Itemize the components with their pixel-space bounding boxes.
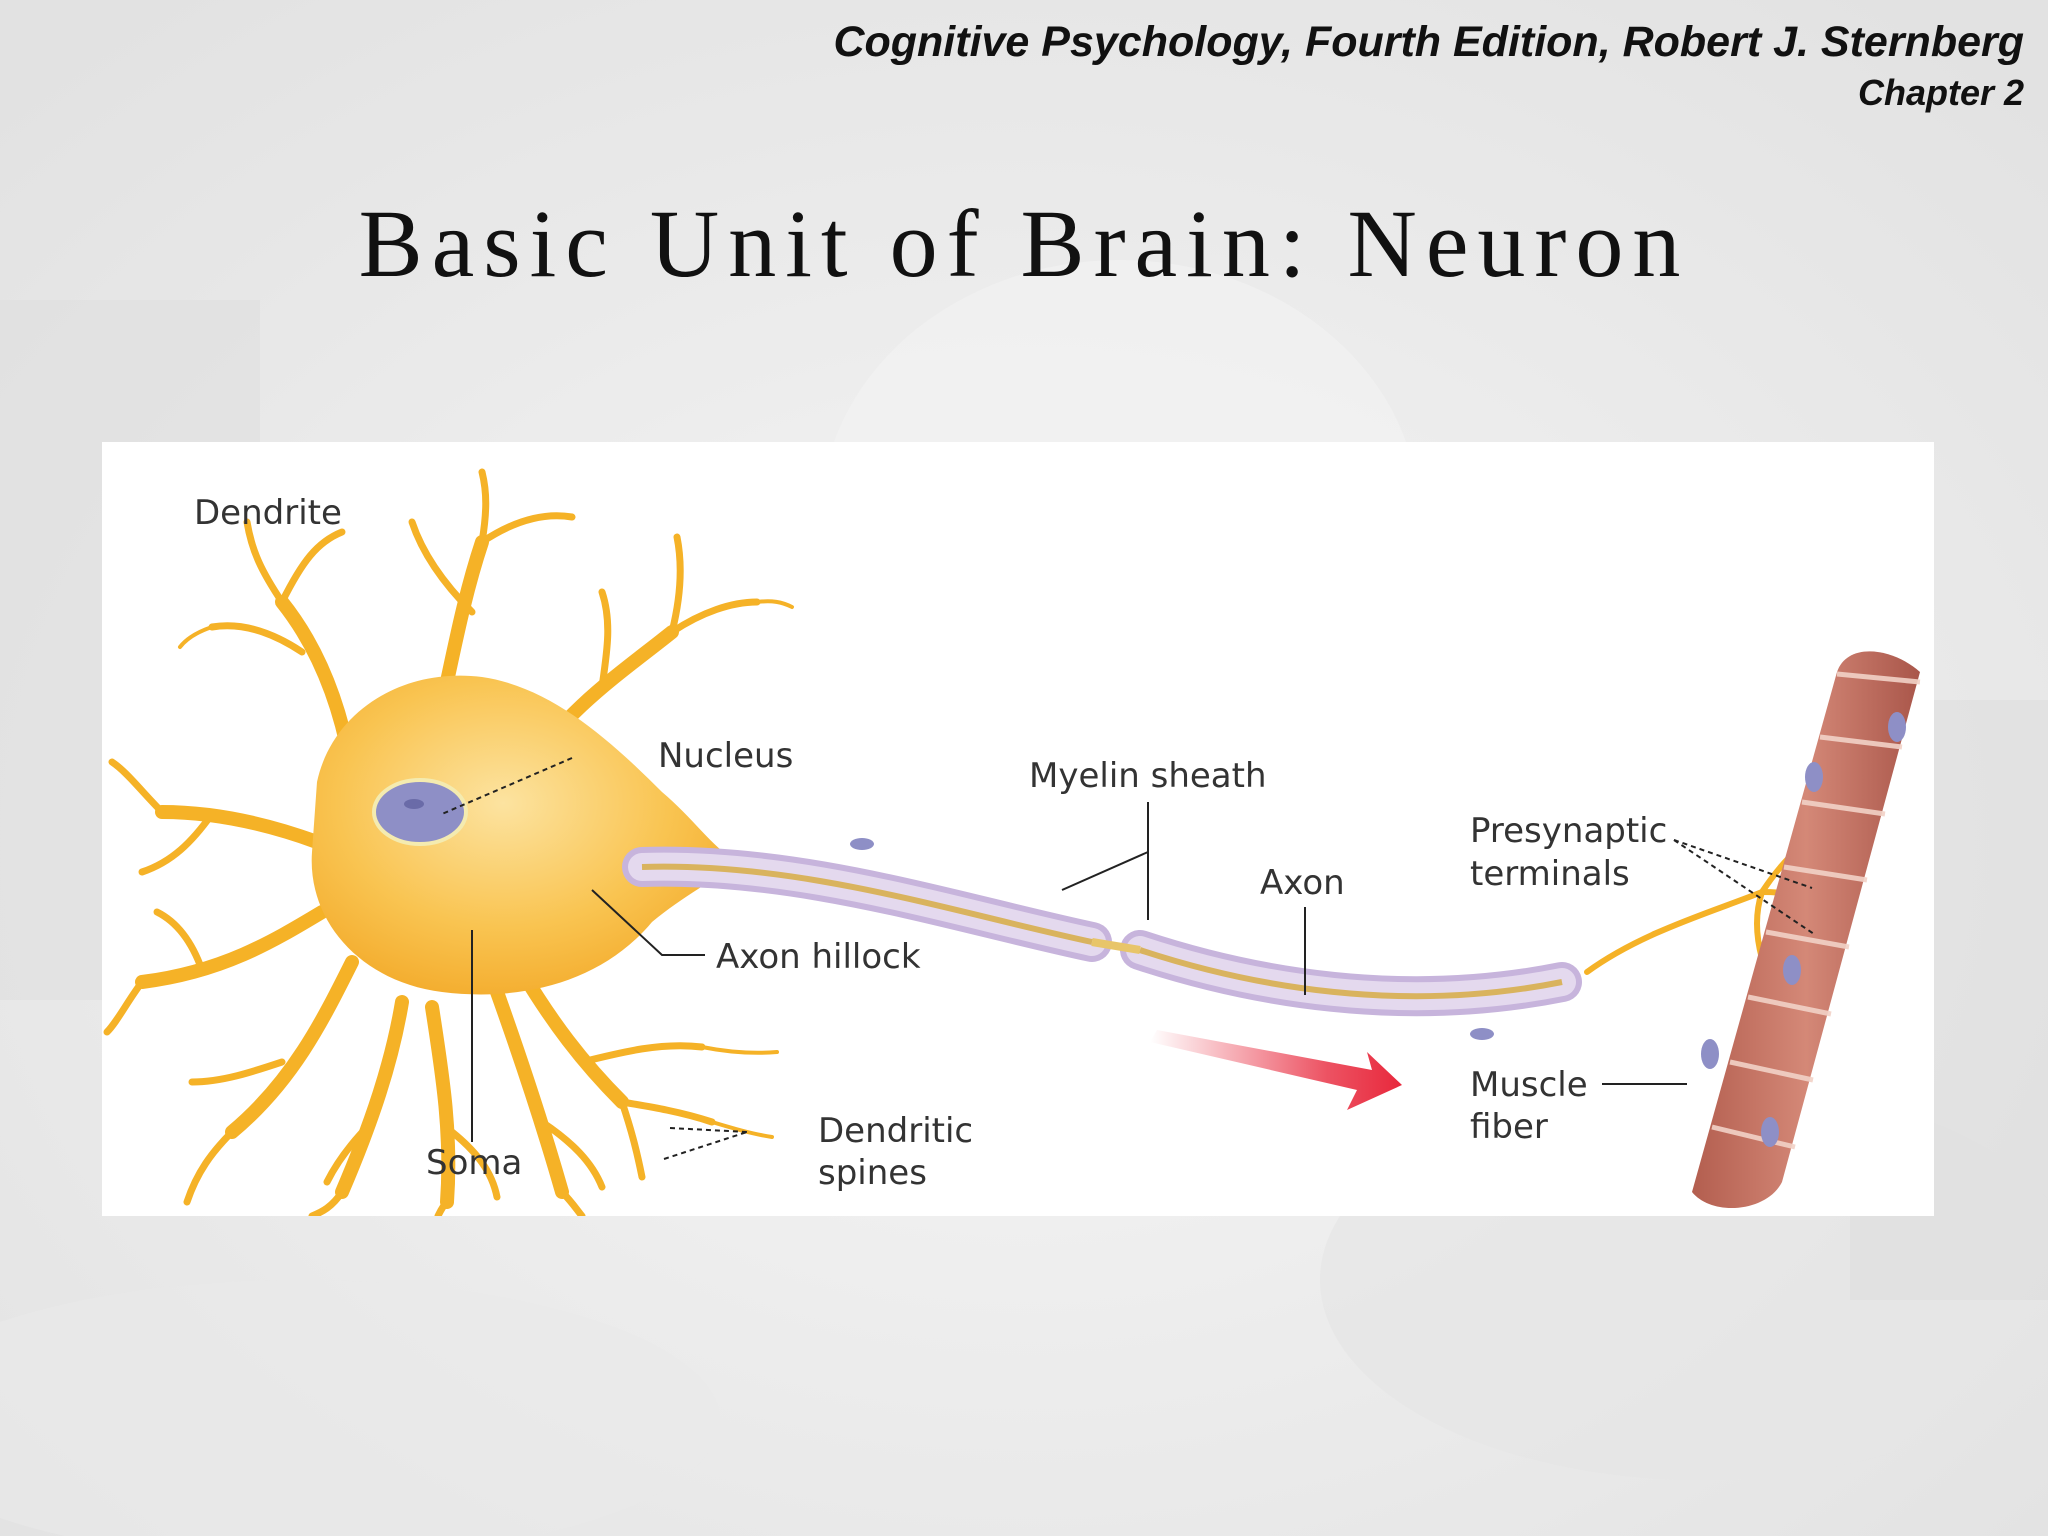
diagram-labels: Dendrite Nucleus Myelin sheath Axon Pres… [194, 493, 1667, 1193]
label-spines: spines [818, 1153, 927, 1193]
chapter-label: Chapter 2 [1857, 72, 2024, 113]
label-soma: Soma [426, 1143, 522, 1183]
label-muscle: Muscle [1470, 1065, 1588, 1105]
label-fiber: fiber [1470, 1107, 1548, 1147]
slide-title: Basic Unit of Brain: Neuron [358, 190, 1690, 297]
label-dendrite: Dendrite [194, 493, 342, 533]
muscle-fiber-shape [1692, 651, 1921, 1209]
neuron-diagram-panel: Dendrite Nucleus Myelin sheath Axon Pres… [102, 442, 1934, 1216]
label-myelin-sheath: Myelin sheath [1029, 756, 1267, 796]
axon-shape [622, 838, 1582, 1040]
book-citation: Cognitive Psychology, Fourth Edition, Ro… [833, 18, 2024, 66]
dendrites [103, 468, 794, 1216]
label-axon-hillock: Axon hillock [716, 937, 921, 977]
label-nucleus: Nucleus [658, 736, 793, 776]
signal-direction-arrow [1150, 1030, 1402, 1110]
nucleus-shape [372, 778, 468, 846]
leader-lines [441, 757, 1815, 1160]
soma-shape [311, 675, 737, 995]
label-presynaptic: Presynaptic [1470, 811, 1667, 851]
label-axon: Axon [1260, 863, 1345, 903]
label-dendritic: Dendritic [818, 1111, 973, 1151]
neuron-diagram: Dendrite Nucleus Myelin sheath Axon Pres… [103, 468, 1921, 1216]
label-terminals: terminals [1470, 854, 1630, 894]
